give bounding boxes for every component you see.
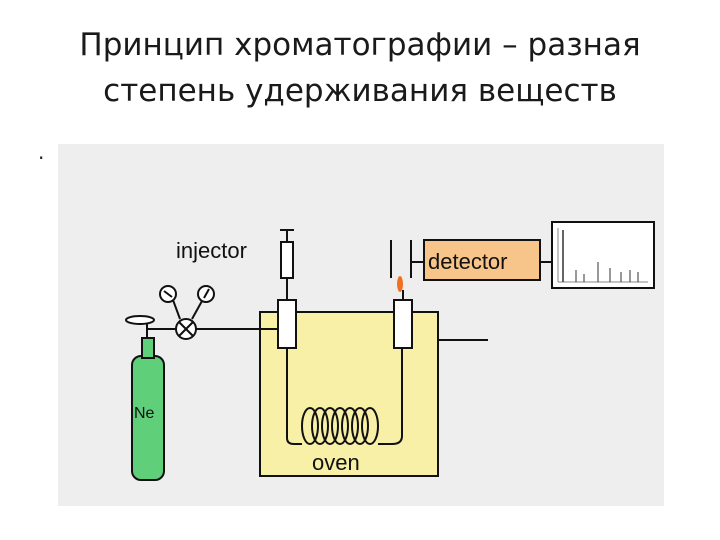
injector-syringe <box>280 229 294 300</box>
diagram-canvas: Ne injector <box>125 221 655 481</box>
gas-cylinder <box>125 315 165 481</box>
slide-title: Принцип хроматографии – разная степень у… <box>40 22 680 114</box>
flame-icon <box>397 276 403 292</box>
oven-label: oven <box>312 450 360 475</box>
detector-port <box>393 299 413 349</box>
pressure-gauge-right-icon <box>191 285 215 320</box>
title-line-1: Принцип хроматографии – разная <box>79 27 641 63</box>
pressure-gauge-left-icon <box>159 285 181 320</box>
bullet-marker: . <box>38 140 45 164</box>
cylinder-label: Ne <box>134 405 155 422</box>
detector-box <box>423 239 541 281</box>
chromatography-column <box>286 348 403 445</box>
title-line-2: степень удерживания веществ <box>103 73 617 109</box>
chromatogram-recorder <box>551 221 655 289</box>
injector-port <box>277 299 297 349</box>
pressure-regulator <box>147 318 288 340</box>
injector-label: injector <box>176 238 247 263</box>
detector-label: detector <box>428 249 508 274</box>
gas-chromatograph-diagram: Ne injector <box>58 144 664 506</box>
